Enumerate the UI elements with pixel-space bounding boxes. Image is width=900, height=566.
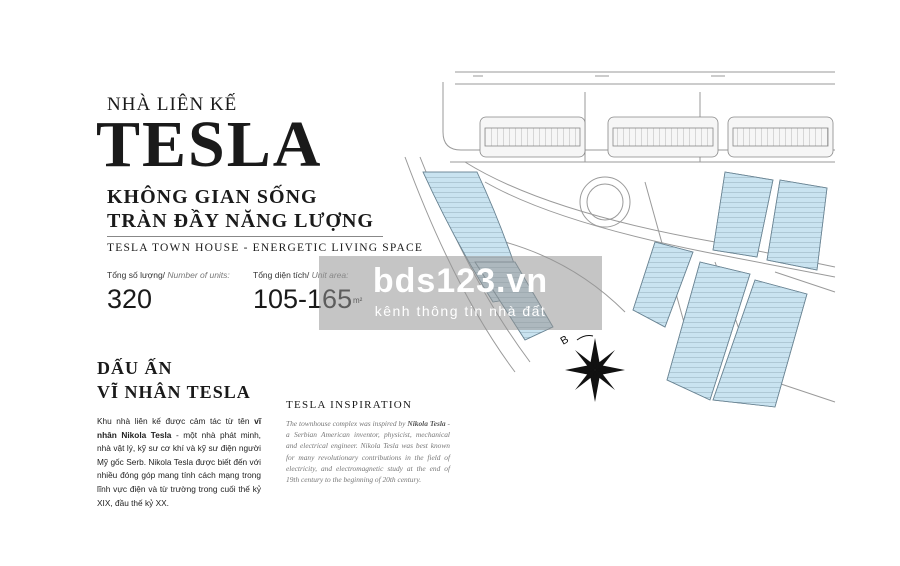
english-subline: TESLA TOWN HOUSE - ENERGETIC LIVING SPAC… [107, 242, 424, 254]
tagline-line-1: KHÔNG GIAN SỐNG [107, 186, 318, 208]
compass-rose-icon: B [559, 334, 625, 402]
units-label: Tổng số lượng/ Number of units: [107, 270, 230, 280]
tagline-line-2: TRÀN ĐẦY NĂNG LƯỢNG [107, 210, 374, 232]
inspiration-body-text: The townhouse complex was inspired by Ni… [286, 419, 451, 485]
compass-letter: B [559, 334, 571, 348]
watermark-title: bds123.vn [372, 262, 549, 300]
watermark-subtitle: kênh thông tin nhà đất [374, 303, 547, 319]
page-kicker: NHÀ LIÊN KẾ [107, 94, 238, 115]
units-value: 320 [107, 284, 153, 314]
divider [107, 236, 383, 237]
watermark-box [319, 256, 602, 330]
section-heading-2: VĨ NHÂN TESLA [97, 382, 251, 402]
site-plan-map: B [404, 71, 836, 408]
page-title: TESLA [96, 108, 323, 181]
section-heading-1: DẤU ẤN [97, 358, 173, 378]
vietnamese-body-text: Khu nhà liên kế được cảm tác từ tên vĩ n… [97, 416, 261, 508]
inspiration-heading: TESLA INSPIRATION [286, 399, 413, 411]
